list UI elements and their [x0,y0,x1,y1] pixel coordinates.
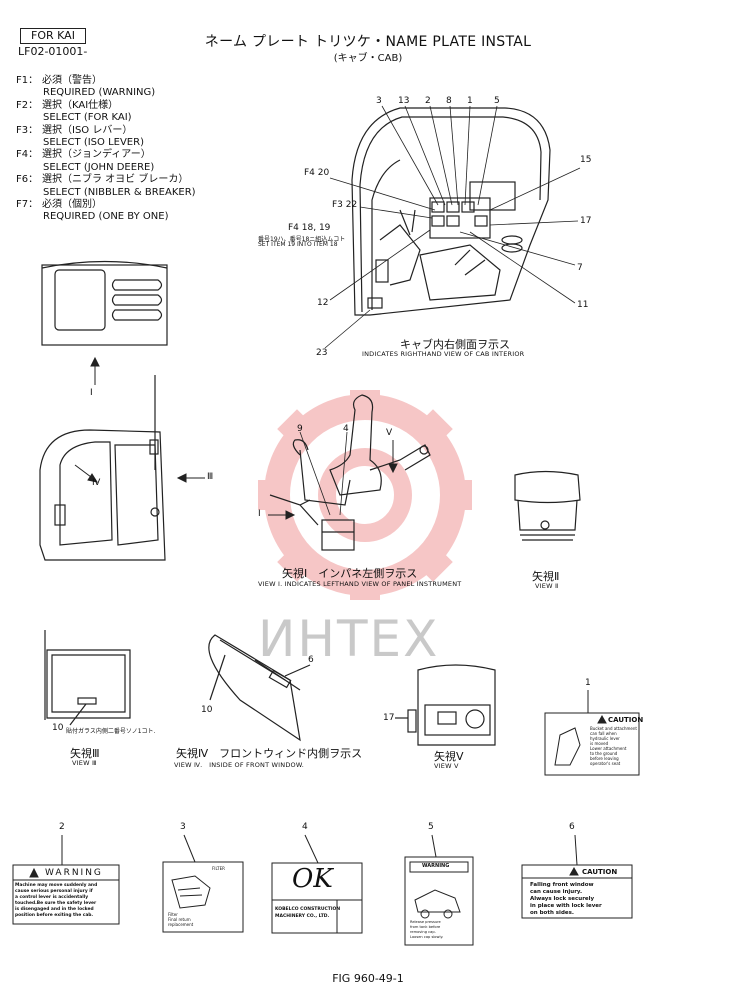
view-iii-drawing [44,630,131,726]
callout-6-iv: 6 [308,655,314,665]
plate-1-number: 1 [585,678,591,688]
callout-5: 5 [494,96,500,106]
seat-console-drawing [269,394,431,551]
callout-1: 1 [467,96,473,106]
callout-8: 8 [446,96,452,106]
view-iii-caption-en: VIEW Ⅲ [72,759,97,767]
plate-6-head: CAUTION [582,868,618,876]
callout-11: 11 [577,300,589,310]
callout-15: 15 [580,155,592,165]
legend-item: F6：選択（ニブラ オヨビ ブレーカ） [16,174,189,186]
callout-17: 17 [580,216,592,226]
plate-5-head: WARNING [422,863,450,869]
page-subtitle: (キャブ・CAB) [333,53,403,64]
arrow-iii-icon [176,473,205,483]
view-v-drawing [395,664,496,746]
legend-item: F7：必須（個別） [16,199,102,211]
view-ii-caption-en: VIEW Ⅱ [535,582,559,590]
callout-7: 7 [577,263,583,273]
machine-top-view [41,260,168,346]
plate-1-drawing [544,690,640,776]
view-ii-caption-jp: 矢視Ⅱ [532,570,560,583]
arrow-i-icon [90,356,100,385]
legend-item: F4：選択（ジョンディアー） [16,149,151,161]
cab-side-view [39,375,166,561]
for-kai-box: FOR KAI [20,28,86,44]
cab-interior-drawing [351,107,551,316]
callout-10-iii: 10 [52,723,64,733]
view-v-caption-en: VIEW Ⅴ [434,762,459,770]
plate-6-drawing [521,834,633,919]
plate-4-logo: OK [292,864,333,894]
callout-13: 13 [398,96,410,106]
view-v-caption-jp: 矢視Ⅴ [434,750,464,763]
arrow-iv-icon [74,464,99,483]
watermark-text: ИНТЕХ [258,610,440,668]
callout-f3-22: F3 22 [332,200,358,210]
plate-2-head: WARNING [45,868,103,878]
arrow-v-label: V [386,428,393,438]
plate-3-head: FILTER [212,866,225,871]
legend: F1：必須（警告） REQUIRED (WARNING) F2：選択（KAI仕様… [16,75,196,223]
view-i-caption-jp: 矢視Ⅰ インパネ左側ヲ示ス [282,567,418,580]
arrow-v-icon [388,440,398,474]
cab-caption-jp: キャブ内右側面ヲ示ス [400,338,510,351]
plate-3-number: 3 [180,822,186,832]
plate-2-drawing [12,835,120,925]
callout-4: 4 [343,424,349,434]
view-ii-drawing [514,470,581,541]
callout-12: 12 [317,298,329,308]
view-iii-note: 貼付ガラス内側二番号ソノ1コト. [66,728,156,735]
cab-leader-lines [324,105,581,349]
callout-17-v: 17 [383,713,395,723]
callout-3: 3 [376,96,382,106]
watermark-gear-icon [258,390,472,600]
plate-4-number: 4 [302,822,308,832]
note-set-item-jp: 番号19ハ、番号18ニ組込ムコト [258,236,346,243]
view-iv-drawing [208,634,311,742]
legend-item: F3：選択（ISO レバー） [16,124,133,136]
arrow-i-label: Ⅰ [90,388,93,398]
plate-4-drawing [271,834,363,934]
legend-item: F1：必須（警告） [16,75,102,86]
cab-caption-en: INDICATES RIGHTHAND VIEW OF CAB INTERIOR [362,350,525,358]
plate-3-drawing [162,834,244,933]
view-iii-caption-jp: 矢視Ⅲ [70,747,100,760]
plate-6-number: 6 [569,822,575,832]
page-title: ネーム プレート トリツケ・NAME PLATE INSTAL [204,34,532,50]
callout-2: 2 [425,96,431,106]
arrow-iii-label: Ⅲ [207,472,214,482]
callout-f4-18-19: F4 18, 19 [288,223,331,233]
arrow-iv-label: Ⅳ [92,478,101,488]
callout-10-iv: 10 [201,705,213,715]
figure-number: FIG 960-49-1 [332,972,404,985]
plate-2-number: 2 [59,822,65,832]
view-iv-caption-jp: 矢視Ⅳ フロントウィンド内側ヲ示ス [176,747,363,760]
callout-f4-20: F4 20 [304,168,330,178]
seat-leaders [299,431,348,516]
plate-5-number: 5 [428,822,434,832]
arrow-i-side-label: Ⅰ [258,509,261,519]
part-code: LF02-01001- [18,45,88,58]
plate-1-head: CAUTION [608,716,644,724]
note-set-item-en: SET ITEM 19 INTO ITEM 18 [258,241,338,248]
view-i-caption-en: VIEW Ⅰ. INDICATES LEFTHAND VIEW OF PANEL… [258,580,462,588]
callout-23: 23 [316,348,328,358]
legend-item: F2：選択（KAI仕様） [16,99,119,111]
arrow-i-side-icon [268,510,296,520]
plate-5-drawing [404,834,474,946]
view-iv-caption-en: VIEW Ⅳ. INSIDE OF FRONT WINDOW. [174,761,304,769]
callout-9: 9 [297,424,303,434]
